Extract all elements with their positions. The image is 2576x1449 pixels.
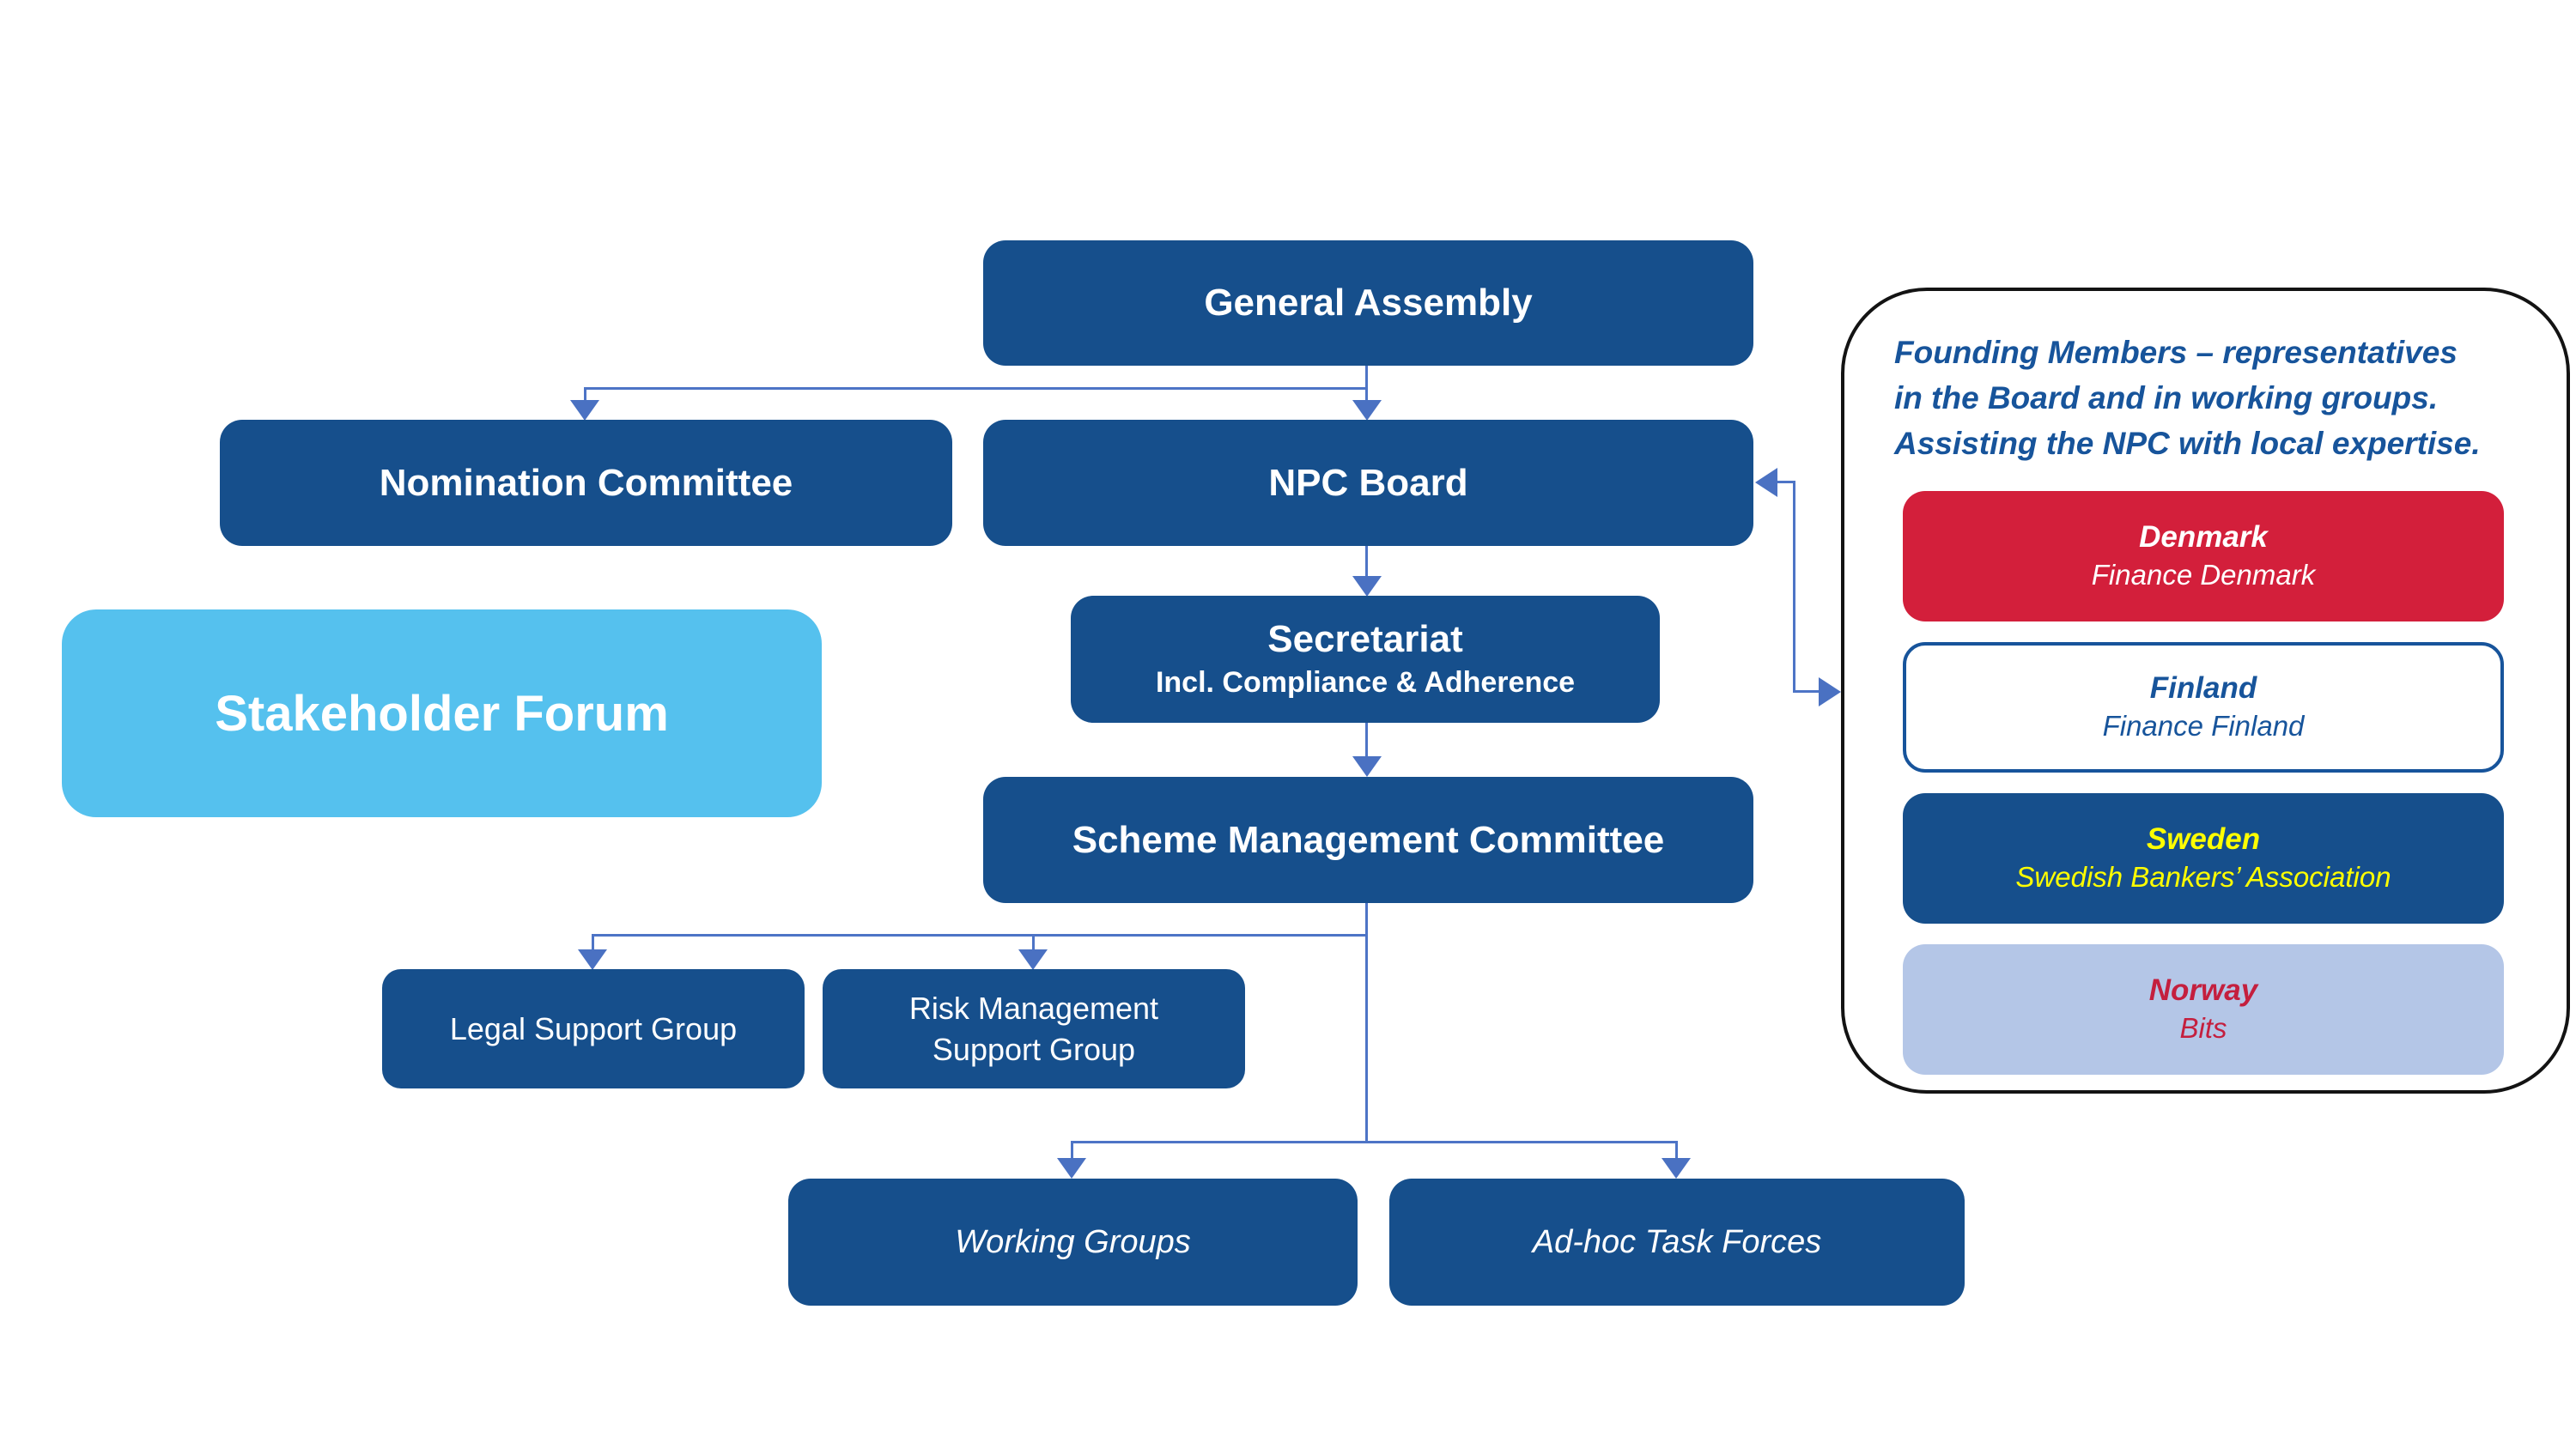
node-nomination-committee-label: Nomination Committee: [379, 461, 793, 504]
connector-nc-stub: [584, 387, 586, 402]
node-working-groups-label: Working Groups: [955, 1224, 1191, 1260]
member-finland-org: Finance Finland: [2102, 710, 2305, 742]
member-card-norway: Norway Bits: [1903, 944, 2504, 1075]
node-legal-support-group-label: Legal Support Group: [449, 1010, 738, 1046]
member-card-denmark: Denmark Finance Denmark: [1903, 491, 2504, 621]
connector-panel-bottom-h: [1793, 690, 1820, 693]
node-general-assembly-label: General Assembly: [1204, 282, 1533, 324]
connector-npc-stub: [1365, 387, 1368, 402]
arrowhead-adhoc-task-forces-icon: [1662, 1158, 1691, 1179]
connector-lsg-stub: [592, 934, 594, 951]
node-secretariat-title: Secretariat: [1267, 618, 1463, 660]
node-adhoc-task-forces-label: Ad-hoc Task Forces: [1532, 1224, 1822, 1260]
arrowhead-into-npc-board-icon: [1755, 468, 1777, 497]
arrowhead-secretariat-icon: [1352, 576, 1382, 597]
node-scheme-management-committee: Scheme Management Committee: [983, 777, 1753, 903]
node-npc-board-label: NPC Board: [1268, 461, 1468, 504]
node-working-groups: Working Groups: [788, 1179, 1358, 1306]
member-denmark-country: Denmark: [2139, 520, 2268, 554]
connector-support-branch: [592, 934, 1368, 937]
connector-ga-stem: [1365, 366, 1368, 389]
connector-wg-stub: [1071, 1141, 1073, 1160]
arrowhead-smc-icon: [1352, 756, 1382, 777]
connector-ga-branch: [585, 387, 1368, 390]
arrowhead-working-groups-icon: [1057, 1158, 1086, 1179]
node-risk-management-support-group: Risk Management Support Group: [823, 969, 1245, 1088]
connector-smc-stem: [1365, 903, 1368, 1143]
member-card-sweden: Sweden Swedish Bankers’ Association: [1903, 793, 2504, 924]
node-npc-board: NPC Board: [983, 420, 1753, 546]
member-sweden-country: Sweden: [2146, 822, 2261, 856]
node-secretariat-subtitle: Incl. Compliance & Adherence: [1155, 666, 1576, 699]
node-general-assembly: General Assembly: [983, 240, 1753, 366]
node-secretariat: Secretariat Incl. Compliance & Adherence: [1071, 596, 1660, 723]
arrowhead-risk-management-icon: [1018, 949, 1048, 970]
member-norway-org: Bits: [2179, 1012, 2227, 1044]
founding-members-heading: Founding Members – representatives in th…: [1894, 335, 2481, 461]
member-norway-country: Norway: [2148, 973, 2258, 1007]
node-nomination-committee: Nomination Committee: [220, 420, 952, 546]
arrowhead-npc-board-icon: [1352, 400, 1382, 421]
connector-npc-secretariat: [1365, 546, 1368, 578]
node-risk-management-support-group-label: Risk Management Support Group: [908, 990, 1159, 1067]
node-stakeholder-forum-label: Stakeholder Forum: [215, 685, 669, 742]
member-card-finland: Finland Finance Finland: [1903, 642, 2504, 773]
arrowhead-legal-support-group-icon: [578, 949, 607, 970]
arrowhead-nomination-committee-icon: [570, 400, 599, 421]
connector-ahtf-stub: [1675, 1141, 1678, 1160]
member-finland-country: Finland: [2149, 671, 2257, 705]
node-stakeholder-forum: Stakeholder Forum: [62, 609, 822, 817]
connector-panel-top-h: [1776, 481, 1795, 483]
node-adhoc-task-forces: Ad-hoc Task Forces: [1389, 1179, 1965, 1306]
member-sweden-org: Swedish Bankers’ Association: [2015, 861, 2391, 893]
connector-wg-branch: [1072, 1141, 1678, 1143]
connector-rmsg-stub: [1032, 934, 1035, 951]
member-denmark-org: Finance Denmark: [2091, 559, 2316, 591]
connector-panel-v: [1793, 481, 1795, 692]
connector-secretariat-smc: [1365, 723, 1368, 758]
arrowhead-into-panel-icon: [1819, 677, 1841, 706]
node-legal-support-group: Legal Support Group: [382, 969, 805, 1088]
node-scheme-management-committee-label: Scheme Management Committee: [1072, 818, 1665, 861]
